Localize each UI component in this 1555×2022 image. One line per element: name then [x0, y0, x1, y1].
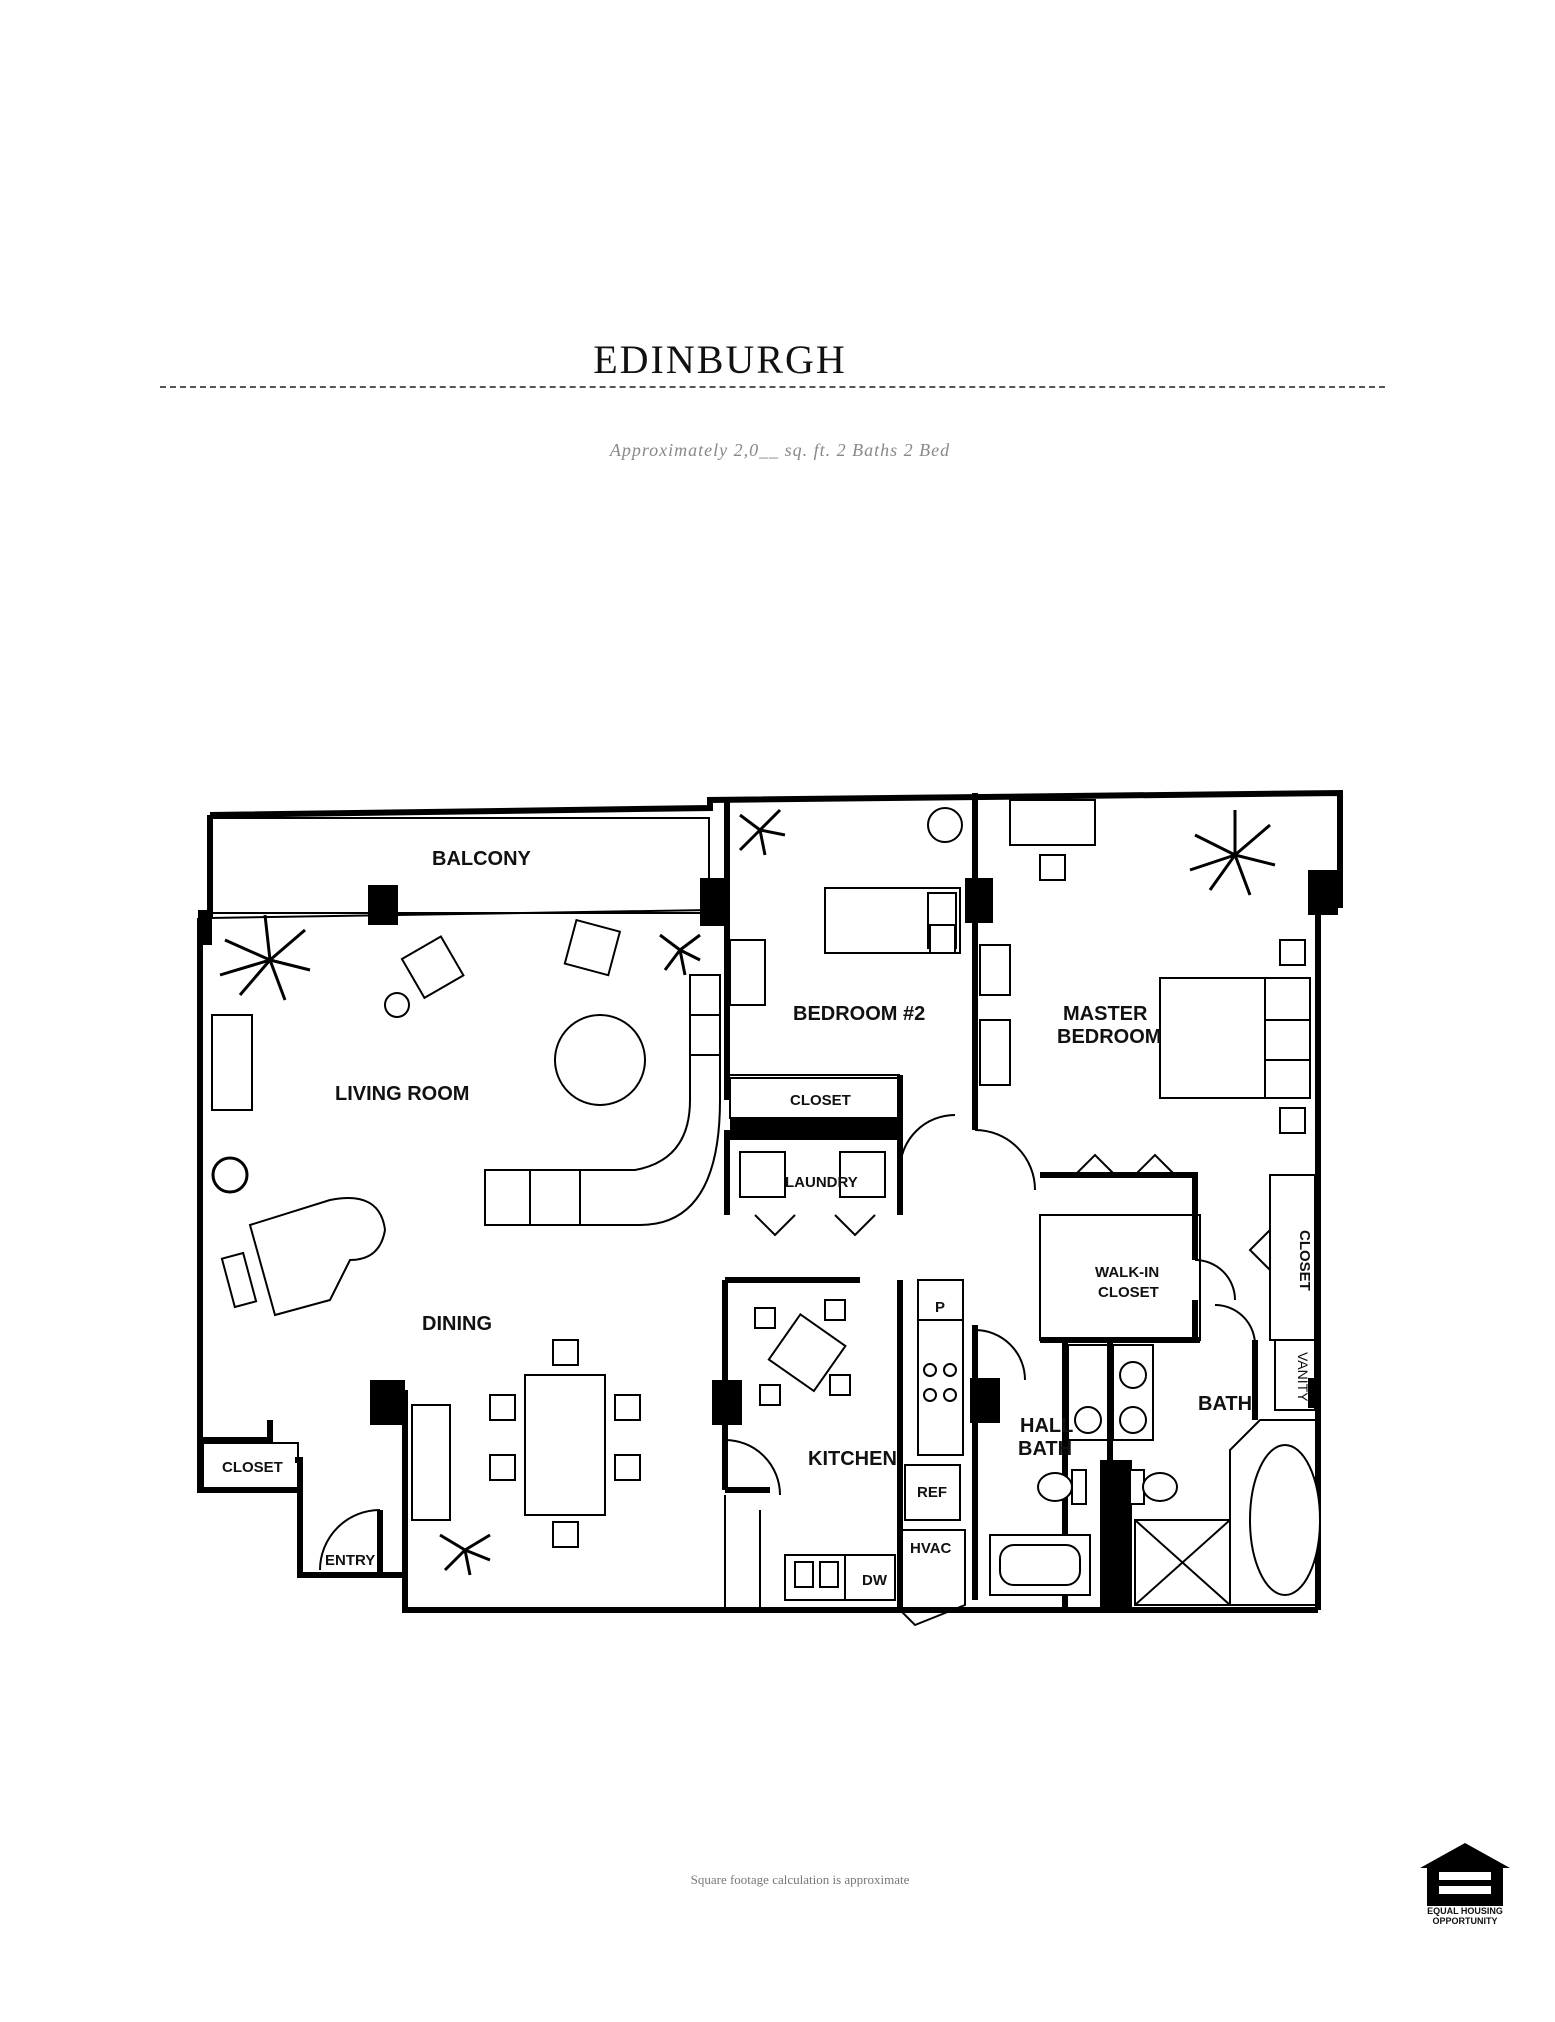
label-hall-bath-line1: HALL: [1020, 1415, 1073, 1437]
label-bedroom2: BEDROOM #2: [793, 1003, 925, 1025]
dining-table: [524, 1374, 606, 1516]
label-bedroom-closet: CLOSET: [790, 1092, 851, 1109]
equal-housing-logo: [1420, 1843, 1510, 1906]
label-ref: REF: [917, 1484, 947, 1501]
label-entry: ENTRY: [325, 1552, 375, 1569]
bedroom2-dresser: [729, 939, 766, 1006]
master-bath-toilet: [1129, 1469, 1178, 1505]
piano-bench: [220, 1251, 258, 1309]
equal-housing-text: EQUAL HOUSING OPPORTUNITY: [1410, 1906, 1520, 1926]
armchair: [563, 918, 622, 977]
label-living-room: LIVING ROOM: [335, 1083, 469, 1105]
master-desk: [1009, 799, 1096, 846]
label-master-line1: MASTER: [1063, 1003, 1148, 1025]
master-dresser: [979, 1019, 1011, 1086]
hall-bath-toilet: [1037, 1469, 1087, 1505]
vanity-box: [1274, 1339, 1316, 1411]
oval-tub: [1249, 1444, 1321, 1596]
plant-icon: [659, 933, 701, 976]
plant-icon: [211, 1156, 249, 1194]
bedroom2-bed: [824, 887, 961, 954]
footer-note: Square footage calculation is approximat…: [690, 1872, 910, 1887]
bath-divider-wall: [1100, 1460, 1132, 1610]
entry-closet-box: [202, 1442, 299, 1489]
plant-icon: [439, 1533, 491, 1576]
sectional-sofa: [484, 974, 721, 1226]
dryer: [839, 1151, 886, 1198]
equal-housing-text-line1: EQUAL HOUSING: [1427, 1906, 1503, 1916]
coffee-table: [554, 1014, 646, 1106]
refrigerator: [904, 1464, 961, 1521]
label-walkin-line1: WALK-IN: [1095, 1264, 1159, 1281]
armchair: [400, 935, 465, 1000]
equal-housing-text-line2: OPPORTUNITY: [1432, 1916, 1498, 1926]
title-rule: [160, 386, 1385, 388]
label-hall-bath-line2: BATH: [1018, 1438, 1072, 1460]
washer: [739, 1151, 786, 1198]
plant-icon: [1189, 810, 1276, 896]
label-vanity: VANITY: [1295, 1352, 1311, 1402]
tub-enclosure: [1229, 1419, 1321, 1606]
subtitle: Approximately 2,0__ sq. ft. 2 Baths 2 Be…: [609, 440, 951, 460]
plant-icon: [219, 914, 311, 1001]
label-master-closet: CLOSET: [1296, 1230, 1313, 1291]
label-kitchen: KITCHEN: [808, 1448, 897, 1470]
master-bed: [1159, 977, 1311, 1099]
label-dining: DINING: [422, 1313, 492, 1335]
label-hvac: HVAC: [910, 1540, 952, 1557]
label-walkin-line2: CLOSET: [1098, 1284, 1159, 1301]
kitchen-table: [767, 1313, 847, 1393]
page-title: EDINBURGH: [593, 337, 847, 382]
closet-shelf: [730, 1118, 898, 1140]
label-entry-closet: CLOSET: [222, 1459, 283, 1476]
grand-piano: [248, 1197, 387, 1317]
hvac-box: [899, 1529, 966, 1627]
plant-icon: [738, 808, 786, 856]
label-dw: DW: [862, 1572, 888, 1589]
label-laundry: LAUNDRY: [785, 1174, 858, 1191]
label-master-line2: BEDROOM: [1057, 1026, 1161, 1048]
living-console: [211, 1014, 253, 1111]
buffet: [411, 1404, 451, 1521]
label-balcony: BALCONY: [432, 848, 532, 870]
bedroom2-chair: [927, 807, 963, 843]
label-bath: BATH: [1198, 1393, 1252, 1415]
balcony-area: [211, 817, 710, 914]
master-dresser: [979, 944, 1011, 996]
label-pantry: P: [935, 1299, 945, 1316]
